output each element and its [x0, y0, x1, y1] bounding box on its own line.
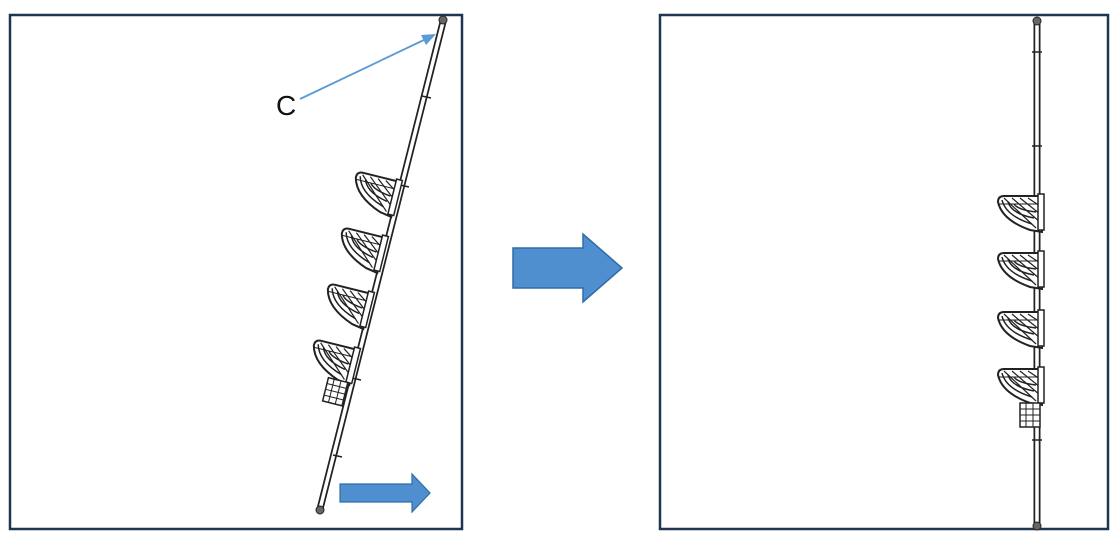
callout-label: C [276, 90, 296, 121]
callout-c: C [276, 34, 436, 121]
pole-bottom-cap [315, 505, 325, 515]
pole-top-cap [438, 15, 448, 25]
left-panel-frame [8, 13, 464, 531]
left-panel: C [8, 13, 464, 531]
pole-bottom-cap [1032, 521, 1042, 531]
pole-top-cap [1032, 16, 1042, 26]
transition-arrow [512, 232, 624, 304]
right-panel [658, 13, 1110, 531]
push-direction-arrow [339, 472, 431, 514]
